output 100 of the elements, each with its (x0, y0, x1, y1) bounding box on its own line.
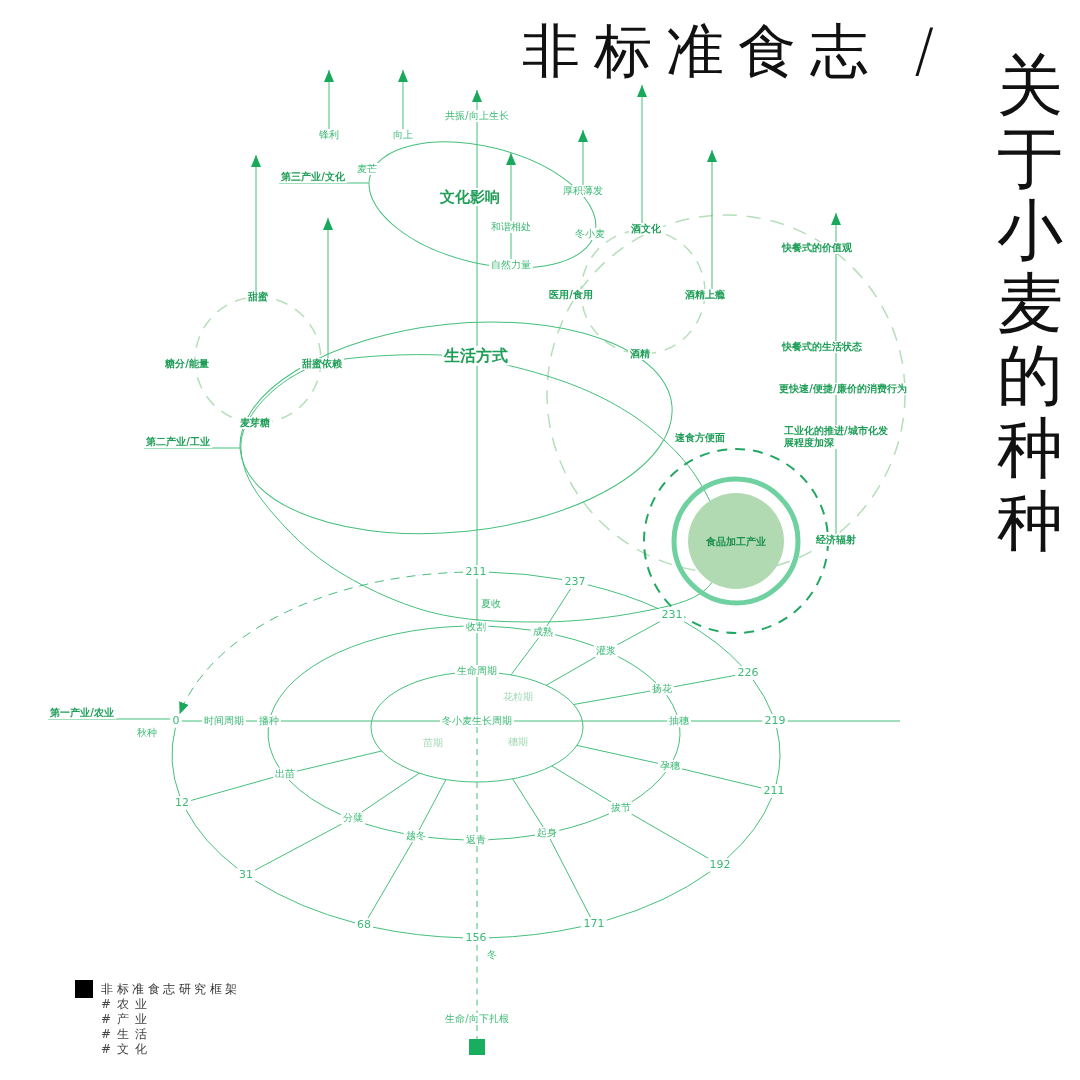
arc-line (487, 834, 536, 841)
end-square (469, 1039, 485, 1055)
arc-line (185, 809, 238, 869)
connector-line (476, 632, 478, 666)
connector-line (673, 674, 736, 688)
stage-label: 播种 (257, 715, 281, 727)
arrow (472, 89, 482, 111)
connector-line (47, 718, 171, 720)
arc-line (270, 625, 465, 716)
connector-line (835, 394, 837, 426)
connector-line (181, 720, 203, 722)
keyword-label: 和谐相处 (488, 221, 533, 234)
topic-label: 酒文化 (629, 223, 663, 235)
arc-line (488, 926, 582, 939)
connector-line (476, 676, 478, 716)
tag-label: #生活 (101, 1027, 154, 1042)
connector-line (190, 776, 274, 801)
stage-label: 越冬 (404, 830, 428, 842)
connector-line (143, 447, 241, 449)
orbit-label: 速食方便面 (675, 432, 725, 444)
arc-line (487, 625, 532, 631)
connector-line (367, 841, 413, 919)
day-number: 219 (762, 714, 788, 728)
arc-line (666, 694, 678, 716)
arc-line (672, 726, 681, 761)
dashed-line (476, 845, 478, 932)
connector-line (835, 352, 837, 384)
dashed-line (476, 944, 478, 1014)
stage-label: 孕穗 (658, 760, 682, 772)
arc-line (364, 823, 405, 835)
day-number: 231 (659, 608, 685, 622)
day-number: 156 (463, 931, 489, 945)
orbit-label: 麦芒 (355, 163, 379, 175)
theme-heading: 文化影响 (437, 188, 502, 207)
connector-line (510, 637, 540, 676)
connector-line (545, 656, 597, 686)
dashed-line (476, 726, 478, 835)
orbit-label: 酒精 (628, 348, 652, 360)
tag-label: #产业 (101, 1012, 154, 1027)
arc-line (558, 813, 610, 831)
connector-line (418, 779, 447, 831)
connector-line (512, 778, 544, 828)
sector-label: 第二产业/工业 (144, 436, 212, 448)
connector-line (551, 765, 612, 803)
arc-line (683, 621, 743, 667)
keyword-label: 自然力量 (489, 259, 533, 271)
connector-line (573, 690, 651, 705)
theme-heading: 生活方式 (441, 346, 510, 366)
topic-label: 快餐式的生活状态 (780, 341, 864, 353)
connector-line (361, 772, 420, 813)
arc-line (752, 679, 773, 715)
cycle-heading: 冬小麦生长周期 (440, 715, 514, 727)
stage-label: 拔节 (609, 802, 633, 814)
keyword-label: 厚积薄发 (561, 185, 605, 197)
stage-label: 抽穗 (667, 715, 691, 727)
stage-label: 成熟 (531, 626, 555, 638)
arrow (324, 69, 334, 130)
arc-line (617, 656, 657, 684)
cycle-label: 生命周期 (455, 665, 499, 677)
connector-line (476, 578, 478, 622)
connector-line (476, 205, 478, 347)
day-number: 211 (761, 784, 787, 798)
topic-label: 更快速/便捷/廉价的消费行为 (777, 383, 909, 395)
connector-line (549, 838, 592, 918)
arrow (251, 154, 261, 292)
arc-line (427, 836, 465, 841)
day-number: 0 (170, 714, 182, 728)
day-number: 192 (707, 858, 733, 872)
stage-label: 出苗 (273, 768, 297, 780)
sector-label: 第一产业/农业 (48, 707, 116, 719)
vertical-title: 关于小麦的种种 (997, 50, 1063, 559)
season-label: 秋种 (137, 727, 157, 739)
arrow (398, 69, 408, 130)
arc-line (254, 880, 356, 924)
season-label: 冬 (487, 949, 497, 961)
connector-line (296, 750, 383, 772)
dashed-line (476, 1024, 478, 1040)
phase-label: 花粒期 (503, 691, 533, 703)
connector-line (787, 720, 901, 722)
connector-line (254, 823, 343, 871)
connector-line (630, 813, 710, 859)
stage-label: 灌浆 (594, 645, 618, 657)
topic-label: 经济辐射 (814, 534, 858, 546)
connector-line (616, 621, 661, 646)
topic-label: 快餐式的价值观 (780, 242, 854, 254)
arc-line (288, 779, 342, 816)
day-number: 12 (173, 796, 191, 810)
connector-line (513, 720, 668, 722)
arc-line (267, 726, 280, 769)
page-title: 非标准食志 / (522, 22, 948, 80)
connector-line (690, 720, 763, 722)
day-number: 237 (562, 575, 588, 589)
arrow (578, 129, 588, 186)
connector-line (835, 253, 837, 342)
stage-label: 扬花 (650, 683, 674, 695)
stage-label: 起身 (535, 827, 559, 839)
connector-line (476, 121, 478, 189)
connector-line (576, 744, 659, 764)
arc-line (171, 727, 181, 797)
keyword-label: 向上 (391, 129, 415, 141)
